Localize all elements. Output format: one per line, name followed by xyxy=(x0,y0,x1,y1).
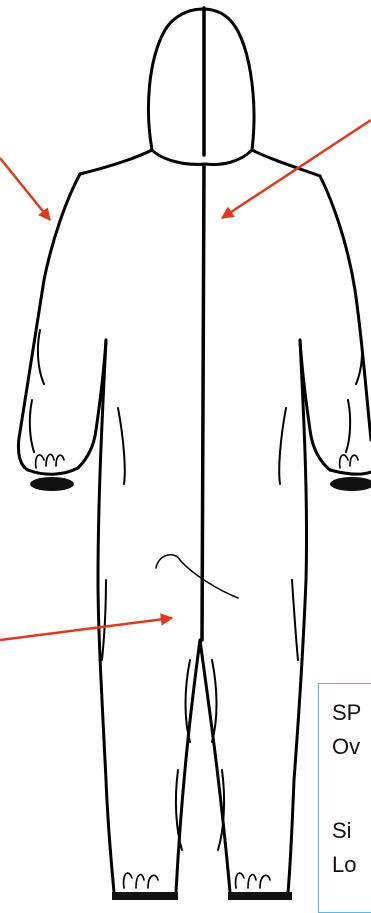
ankle-cuff-left xyxy=(112,892,178,900)
product-info-box: SP Ov Si Lo xyxy=(318,683,371,913)
pen-stroke xyxy=(156,555,238,598)
cuff-gather xyxy=(124,873,158,888)
right-cuff-edge xyxy=(330,470,371,474)
crease xyxy=(356,330,362,384)
shoulder-right xyxy=(252,150,320,176)
crease xyxy=(38,330,44,384)
arrow-crotch xyxy=(0,618,172,640)
shoulder-left xyxy=(80,150,152,174)
left-cuff-edge xyxy=(28,468,78,474)
info-line-3: Si xyxy=(332,820,352,842)
info-line-1: SP xyxy=(332,702,361,724)
sleeve-right-outer xyxy=(320,176,371,440)
arrow-zipper xyxy=(222,120,371,218)
ankle-cuff-right xyxy=(228,892,292,900)
crease xyxy=(292,580,298,660)
cuff-gather xyxy=(36,454,64,468)
crease xyxy=(118,408,125,484)
arrow-sleeve xyxy=(0,158,50,220)
crease xyxy=(30,400,34,452)
crease xyxy=(102,580,106,660)
cuff-gather xyxy=(236,873,270,888)
cuff-right xyxy=(330,477,371,491)
crease xyxy=(279,408,286,484)
zipper xyxy=(202,8,204,640)
body-right-side xyxy=(288,340,307,892)
annotation-arrows xyxy=(0,120,371,640)
cuff-left xyxy=(30,477,74,491)
cuff-gather xyxy=(340,455,358,468)
info-line-2: Ov xyxy=(332,736,360,758)
crease xyxy=(346,400,350,452)
info-line-4: Lo xyxy=(332,854,356,876)
hood xyxy=(148,9,253,165)
